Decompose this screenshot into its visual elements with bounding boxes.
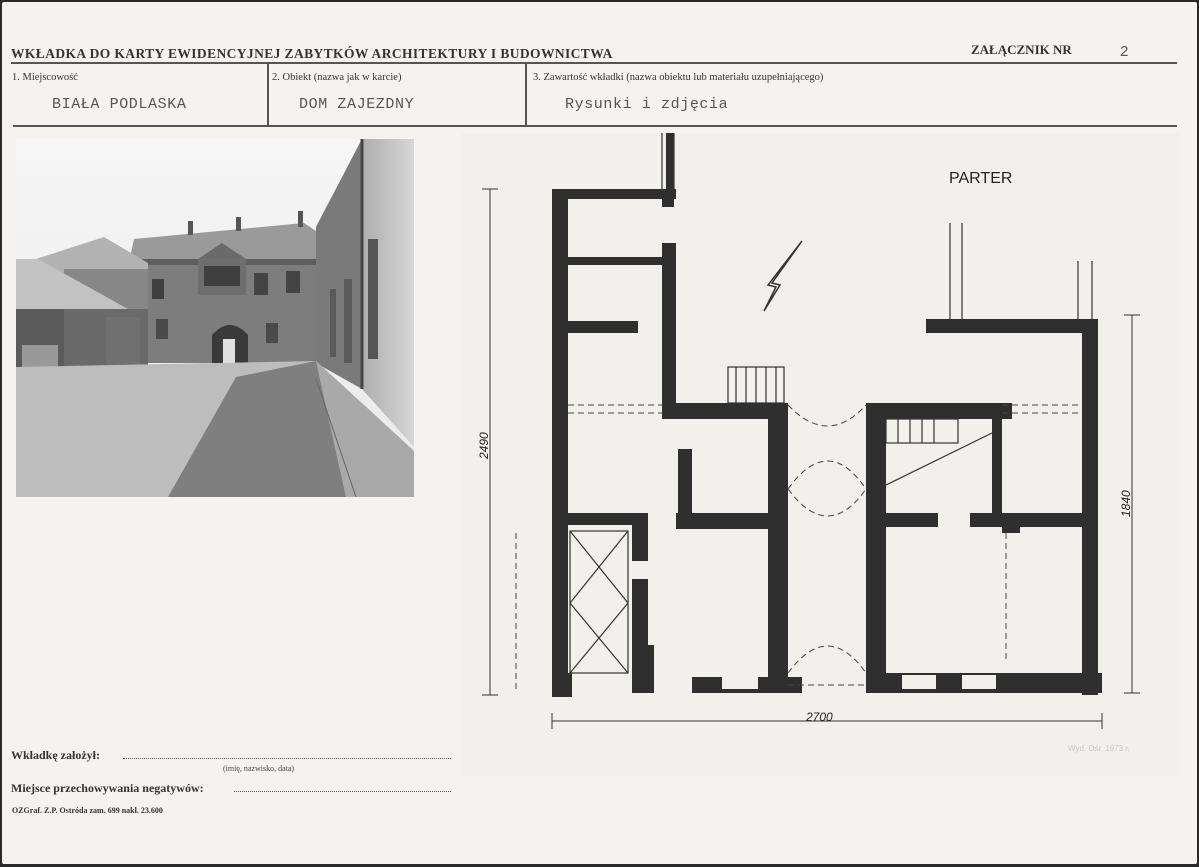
- annex-number: 2: [1120, 43, 1129, 60]
- printer-note: OZGraf. Z.P. Ostróda zam. 699 nakł. 23.6…: [12, 806, 163, 815]
- sheet-title: WKŁADKA DO KARTY EWIDENCYJNEJ ZABYTKÓW A…: [11, 46, 613, 61]
- created-by-label: Wkładkę założył:: [11, 748, 100, 762]
- locality-value: BIAŁA PODLASKA: [52, 96, 187, 113]
- dimension-height-left: 2490: [477, 432, 491, 460]
- created-by-hint: (imię, nazwisko, data): [223, 764, 295, 773]
- field-divider-1: [267, 64, 269, 125]
- courtyard-photo: [16, 139, 414, 498]
- dimension-width: 2700: [805, 710, 833, 724]
- object-label: 2. Obiekt (nazwa jak w karcie): [272, 72, 402, 83]
- negatives-line: [234, 791, 451, 792]
- created-by-line: [123, 758, 451, 759]
- plan-title: PARTER: [949, 170, 1012, 187]
- field-divider-2: [525, 64, 527, 125]
- header-rule: [11, 62, 1177, 64]
- ground-floor-plan: PARTER 2700 2490 1840: [462, 133, 1180, 776]
- locality-label: 1. Miejscowość: [12, 72, 78, 83]
- object-value: DOM ZAJEZDNY: [299, 96, 415, 113]
- publisher-stamp: Wyd. Ośr. 1973 r.: [1068, 744, 1130, 753]
- content-value: Rysunki i zdjęcia: [565, 96, 729, 113]
- dimension-height-right: 1840: [1119, 490, 1133, 517]
- annex-label: ZAŁĄCZNIK NR: [971, 42, 1072, 57]
- content-label: 3. Zawartość wkładki (nazwa obiektu lub …: [533, 72, 824, 83]
- negatives-label: Miejsce przechowywania negatywów:: [11, 781, 204, 795]
- fields-rule: [13, 125, 1177, 127]
